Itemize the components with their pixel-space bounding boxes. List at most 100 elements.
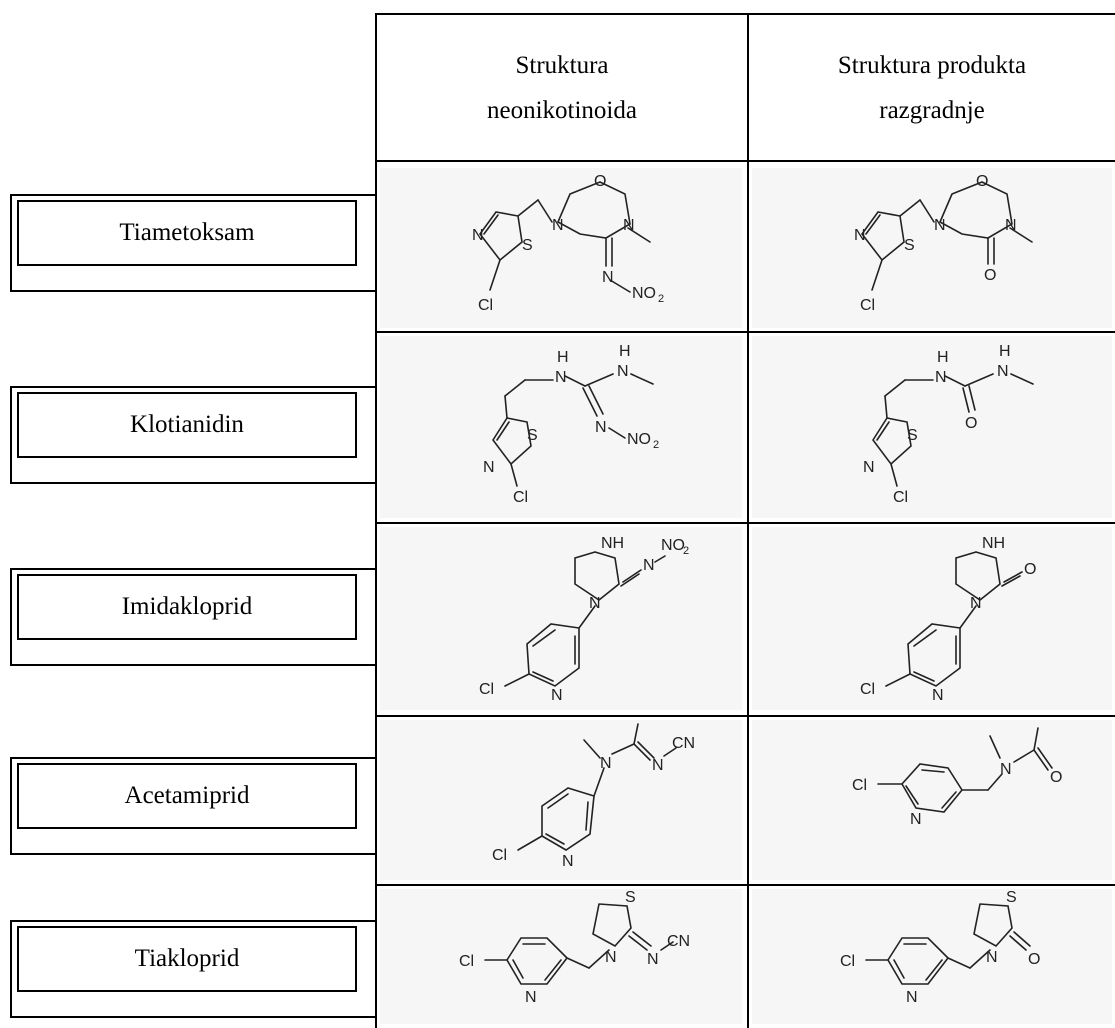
tiakloprid-product-structure: S N O N Cl bbox=[840, 889, 1040, 1006]
cell-bg bbox=[380, 527, 742, 710]
grid-vertical-middle bbox=[747, 160, 749, 1028]
header-col1-line2: neonikotinoida bbox=[487, 96, 637, 124]
atom-h: H bbox=[999, 343, 1011, 360]
atom-cl: Cl bbox=[513, 489, 528, 506]
atom-n: N bbox=[647, 951, 659, 968]
atom-s: S bbox=[625, 889, 636, 906]
atom-n: N bbox=[643, 557, 655, 574]
acetamiprid-structure: N N CN N Cl bbox=[492, 723, 695, 870]
atom-n: N bbox=[906, 989, 918, 1006]
cell-bg bbox=[752, 720, 1112, 880]
atom-n: N bbox=[1005, 217, 1017, 234]
cell-bg bbox=[380, 168, 742, 328]
atom-s: S bbox=[907, 427, 918, 444]
row-label-tiametoksam: Tiametoksam bbox=[10, 194, 377, 292]
klotianidin-product-structure: N H N H S N Cl O bbox=[863, 343, 1034, 506]
atom-s: S bbox=[527, 427, 538, 444]
cell-bg bbox=[380, 889, 742, 1024]
atom-n: N bbox=[970, 595, 982, 612]
cell-bg bbox=[752, 168, 1112, 328]
cell-bg bbox=[752, 336, 1112, 518]
atom-n: N bbox=[623, 217, 635, 234]
atom-n: N bbox=[555, 369, 567, 386]
atom-n: N bbox=[605, 949, 617, 966]
atom-o: O bbox=[965, 415, 977, 432]
atom-n: N bbox=[997, 363, 1009, 380]
atom-n: N bbox=[602, 269, 614, 286]
atom-nh: NH bbox=[601, 535, 624, 552]
atom-cl: Cl bbox=[860, 297, 875, 314]
atom-cn: CN bbox=[667, 933, 690, 950]
atom-n: N bbox=[483, 459, 495, 476]
atom-o: O bbox=[1024, 561, 1036, 578]
cell-bg bbox=[380, 336, 742, 518]
cell-bg bbox=[752, 889, 1112, 1024]
grid-horizontal bbox=[375, 522, 1115, 524]
atom-subscript: 2 bbox=[683, 545, 689, 557]
header-col2-line2: razgradnje bbox=[879, 96, 985, 124]
atom-n: N bbox=[472, 227, 484, 244]
atom-cl: Cl bbox=[893, 489, 908, 506]
row-label-text: Tiametoksam bbox=[17, 200, 357, 266]
row-label-text: Klotianidin bbox=[17, 392, 357, 458]
atom-o: O bbox=[976, 173, 988, 190]
atom-h: H bbox=[937, 349, 949, 366]
atom-no: NO bbox=[632, 285, 656, 302]
imidakloprid-product-structure: NH N O N Cl bbox=[860, 535, 1036, 704]
row-label-text: Tiakloprid bbox=[17, 926, 357, 992]
cell-bg bbox=[380, 720, 742, 880]
atom-cl: Cl bbox=[852, 777, 867, 794]
header-col1-line1: Struktura bbox=[515, 51, 609, 79]
atom-n: N bbox=[935, 369, 947, 386]
atom-n: N bbox=[652, 757, 664, 774]
row-label-tiakloprid: Tiakloprid bbox=[10, 920, 377, 1018]
atom-n: N bbox=[551, 687, 563, 704]
atom-n: N bbox=[525, 989, 537, 1006]
tiakloprid-structure: S N N CN N Cl bbox=[459, 889, 690, 1006]
atom-n: N bbox=[600, 755, 612, 772]
atom-n: N bbox=[934, 217, 946, 234]
row-label-acetamiprid: Acetamiprid bbox=[10, 757, 377, 855]
header-degradation-product-structure: Struktura produkta razgradnje bbox=[747, 13, 1115, 162]
atom-h: H bbox=[619, 343, 631, 360]
atom-n: N bbox=[617, 363, 629, 380]
atom-cl: Cl bbox=[860, 681, 875, 698]
atom-n: N bbox=[562, 853, 574, 870]
atom-cl: Cl bbox=[479, 681, 494, 698]
atom-n: N bbox=[595, 419, 607, 436]
atom-no: NO bbox=[627, 431, 651, 448]
atom-n: N bbox=[854, 227, 866, 244]
atom-n: N bbox=[589, 595, 601, 612]
row-label-klotianidin: Klotianidin bbox=[10, 386, 377, 484]
tiametoksam-product-structure: N S Cl N O N O bbox=[854, 173, 1033, 314]
header-neonicotinoid-structure: Struktura neonikotinoida bbox=[375, 13, 749, 162]
acetamiprid-product-structure: N O N Cl bbox=[852, 727, 1062, 828]
header-col2-line1: Struktura produkta bbox=[837, 51, 1027, 79]
row-label-text: Acetamiprid bbox=[17, 763, 357, 829]
grid-horizontal bbox=[375, 715, 1115, 717]
atom-o: O bbox=[1050, 769, 1062, 786]
grid-horizontal bbox=[375, 884, 1115, 886]
grid-horizontal bbox=[375, 331, 1115, 333]
atom-n: N bbox=[552, 217, 564, 234]
row-label-imidakloprid: Imidakloprid bbox=[10, 568, 377, 666]
atom-n: N bbox=[986, 949, 998, 966]
atom-n: N bbox=[1000, 761, 1012, 778]
atom-n: N bbox=[932, 687, 944, 704]
atom-o: O bbox=[984, 267, 996, 284]
row-label-text: Imidakloprid bbox=[17, 574, 357, 640]
atom-h: H bbox=[557, 349, 569, 366]
atom-cl: Cl bbox=[840, 953, 855, 970]
atom-no: NO bbox=[661, 537, 685, 554]
atom-s: S bbox=[904, 237, 915, 254]
atom-s: S bbox=[522, 237, 533, 254]
atom-n: N bbox=[910, 811, 922, 828]
atom-s: S bbox=[1006, 889, 1017, 906]
atom-o: O bbox=[594, 173, 606, 190]
imidakloprid-structure: NH N N NO 2 N Cl bbox=[479, 535, 689, 704]
atom-n: N bbox=[863, 459, 875, 476]
atom-o: O bbox=[1028, 951, 1040, 968]
tiametoksam-structure: N S Cl N O N N NO 2 bbox=[472, 173, 664, 314]
atom-cl: Cl bbox=[459, 953, 474, 970]
atom-nh: NH bbox=[982, 535, 1005, 552]
